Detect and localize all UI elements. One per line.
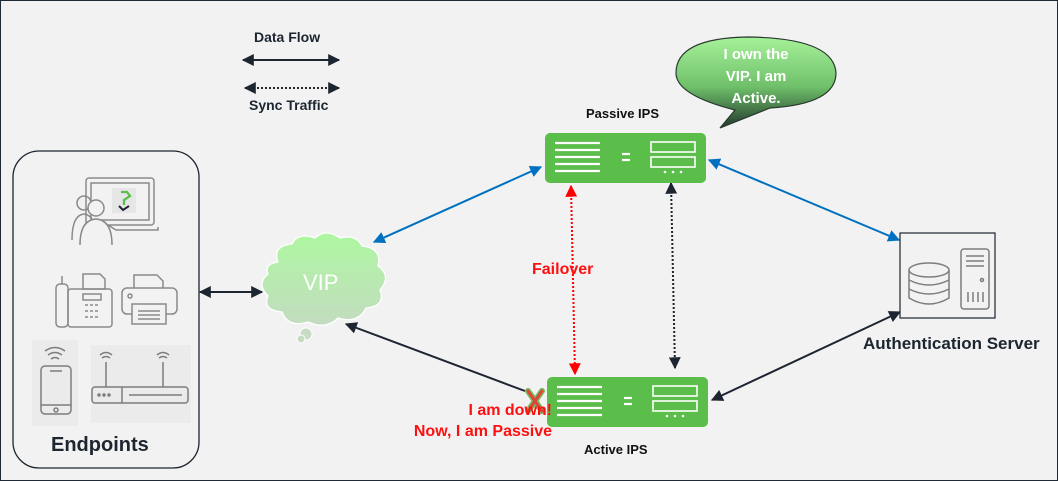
sync-traffic-link — [665, 181, 681, 370]
speech-bubble-line: VIP. I am — [725, 68, 787, 85]
auth-server-label: Authentication Server — [863, 334, 1040, 353]
printer-icon — [121, 274, 178, 325]
passive-ips-auth-server-link — [707, 158, 901, 242]
speech-bubble — [675, 36, 837, 129]
legend-sync-traffic-label: Sync Traffic — [249, 97, 329, 113]
failover-link — [565, 184, 581, 376]
down-message: I am down! Now, I am Passive — [414, 400, 552, 442]
wireless-router-icon — [91, 345, 191, 423]
down-message-line: I am down! — [468, 402, 552, 419]
legend-data-flow-label: Data Flow — [254, 29, 321, 45]
active-ips-label: Active IPS — [584, 442, 648, 457]
passive-ips-appliance[interactable] — [545, 133, 706, 183]
endpoints-group — [12, 150, 200, 469]
speech-bubble-line: Active. — [731, 90, 781, 107]
speech-bubble-text: I own the VIP. I am Active. — [701, 44, 811, 110]
active-ips-vip-link — [344, 322, 526, 392]
active-ips-appliance[interactable] — [547, 377, 708, 427]
active-ips-auth-server-link — [710, 311, 902, 401]
fax-phone-icon — [55, 273, 113, 328]
speech-bubble-line: I own the — [723, 46, 789, 63]
brand-logo-icon — [112, 188, 136, 213]
video-conference-icon — [71, 177, 159, 246]
vip-label: VIP — [303, 270, 339, 295]
failover-label: Failover — [532, 261, 594, 278]
smartphone-icon — [32, 340, 78, 426]
passive-ips-label: Passive IPS — [586, 106, 659, 121]
vip-passive-ips-link — [372, 165, 543, 244]
vip-cloud-icon[interactable] — [261, 232, 387, 344]
endpoints-label: Endpoints — [51, 434, 149, 456]
auth-server-icon[interactable] — [899, 232, 996, 319]
failed-x-icon — [525, 388, 545, 414]
down-message-line: Now, I am Passive — [413, 423, 552, 440]
